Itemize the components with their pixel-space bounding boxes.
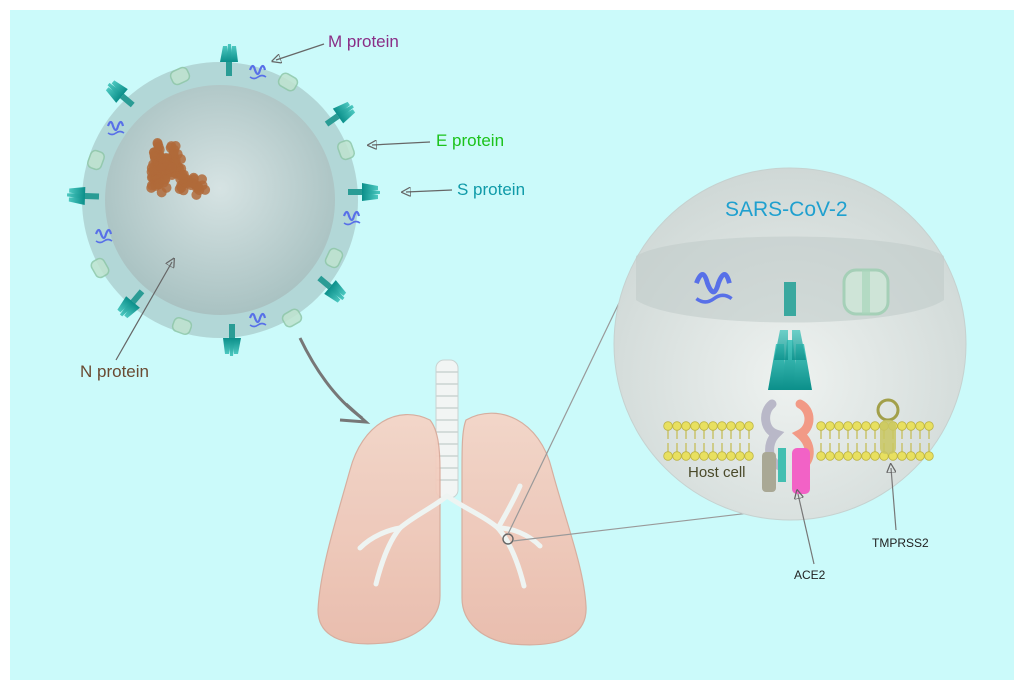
ace2-label: ACE2 [794, 568, 826, 582]
lipid-head [897, 421, 907, 431]
ace2-receptor [761, 399, 814, 494]
tmprss2-pointer [891, 468, 897, 531]
callout-lines [115, 43, 453, 361]
lipid-head [816, 451, 826, 461]
infection-arrow-head [339, 402, 371, 424]
lipid-head [717, 451, 727, 461]
lipid-head [834, 451, 844, 461]
left-lung [317, 413, 441, 645]
virus-core [105, 85, 335, 315]
right-lung [461, 412, 587, 646]
zoom-spike [768, 282, 812, 390]
lipid-head [906, 421, 916, 431]
lipid-head [825, 421, 835, 431]
lipid-head [681, 451, 691, 461]
lipid-head [852, 421, 862, 431]
lungs [317, 359, 587, 646]
lipid-head [699, 421, 709, 431]
tmprss2-protein [876, 398, 900, 454]
lipid-head [924, 451, 934, 461]
rna-nucleocapsid [146, 138, 211, 200]
rna-bead [186, 177, 197, 188]
lipid-head [870, 421, 880, 431]
zoom-inset [613, 167, 967, 565]
lipid-head [843, 451, 853, 461]
lipid-head [906, 451, 916, 461]
tmprss2-label: TMPRSS2 [872, 536, 929, 550]
infection-arrow [298, 337, 363, 420]
lipid-head [726, 421, 736, 431]
lipid-head [915, 421, 925, 431]
rna-bead [156, 187, 167, 198]
virus-name-label: SARS-CoV-2 [725, 198, 848, 221]
s-protein-label: S protein [457, 180, 526, 199]
lipid-head [690, 451, 700, 461]
lipid-head [834, 421, 844, 431]
lipid-head [924, 421, 934, 431]
lipid-head [690, 421, 700, 431]
lipid-head [672, 421, 682, 431]
lipid-head [870, 451, 880, 461]
host-cell-label: Host cell [688, 464, 746, 481]
lipid-head [681, 421, 691, 431]
lipid-head [861, 421, 871, 431]
m-protein-pointer [276, 43, 325, 60]
lipid-head [852, 451, 862, 461]
lipid-head [861, 451, 871, 461]
lipid-head [816, 421, 826, 431]
n-protein-label: N protein [80, 362, 149, 381]
s-protein-pointer [406, 190, 453, 192]
lipid-head [735, 421, 745, 431]
lipid-head [744, 451, 754, 461]
virus-particle [66, 44, 380, 356]
lipid-head [717, 421, 727, 431]
lipid-head [708, 451, 718, 461]
lipid-head [699, 451, 709, 461]
lipid-head [663, 421, 673, 431]
lipid-head [726, 451, 736, 461]
lipid-head [663, 451, 673, 461]
zoom-e-protein [842, 268, 890, 316]
lipid-head [735, 451, 745, 461]
lipid-head [843, 421, 853, 431]
lipid-head [672, 451, 682, 461]
m-protein-label: M protein [328, 32, 399, 51]
rna-bead [160, 174, 171, 185]
lipid-head [708, 421, 718, 431]
ace2-pointer [798, 494, 815, 565]
rna-bead [166, 162, 177, 173]
n-protein-pointer [115, 262, 172, 361]
lipid-head [744, 421, 754, 431]
rna-bead [197, 174, 207, 185]
e-protein-label: E protein [436, 131, 505, 150]
bronchi [357, 483, 543, 589]
lipid-head [897, 451, 907, 461]
lipid-head [915, 451, 925, 461]
lipid-head [825, 451, 835, 461]
e-protein-pointer [372, 142, 431, 145]
host-cell-membrane [663, 421, 934, 461]
